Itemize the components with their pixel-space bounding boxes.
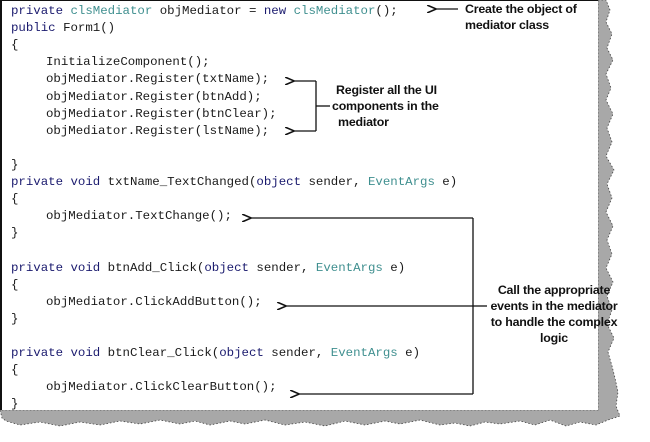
code-keyword: public [11,21,64,36]
code-line: objMediator.Register(btnClear); [46,105,277,123]
note-register-components: Register all the UI components in the me… [332,83,439,129]
code-text: InitializeComponent(); [46,55,210,70]
code-line: objMediator.ClickClearButton(); [46,378,277,396]
code-text: (); [375,4,398,18]
code-keyword: private void [11,346,108,360]
code-type: clsMediator [293,4,376,18]
code-line: } [11,310,18,328]
code-text: sender, [256,260,316,275]
code-keyword: private void [11,260,108,275]
code-type: EventArgs [367,175,435,189]
code-text: txtName_TextChanged( [107,175,257,189]
code-text: } [11,157,19,172]
arrow-call-events-bracket [250,218,487,394]
code-text: objMediator.Register(txtName); [46,72,270,87]
code-line: } [11,224,18,242]
code-text: { [11,363,19,378]
code-line: objMediator.Register(lstName); [46,122,269,140]
code-line: { [11,276,18,294]
code-keyword: object [204,260,257,275]
code-line: private void txtName_TextChanged(object … [11,173,457,191]
code-line: objMediator.Register(txtName); [46,70,269,88]
code-type: EventArgs [315,260,383,275]
code-text: objMediator.Register(lstName); [46,123,270,138]
code-line: objMediator.ClickAddButton(); [46,293,262,311]
note-call-events: Call the appropriate events in the media… [490,283,618,345]
code-keyword: new [263,4,294,18]
code-line: private clsMediator objMediator = new cl… [11,2,398,20]
code-text: } [11,311,19,326]
code-text: { [11,192,19,207]
code-text: objMediator.ClickAddButton(); [46,294,262,309]
code-line: { [11,190,18,208]
code-text: { [11,277,19,292]
code-text: e) [397,346,421,360]
code-text: objMediator.Register(btnClear); [46,106,277,121]
code-keyword: object [256,175,309,189]
code-text: btnClear_Click( [107,346,220,360]
code-text: } [11,397,19,412]
code-text: objMediator.TextChange(); [46,209,232,224]
code-text: e) [382,260,406,275]
code-line: private void btnAdd_Click(object sender,… [11,259,405,277]
code-line: private void btnClear_Click(object sende… [11,344,420,362]
code-line: { [11,361,18,379]
code-text: Form1() [63,21,116,36]
code-line: { [11,36,18,54]
code-text: { [11,38,19,53]
note-create-object: Create the object of mediator class [465,2,577,32]
code-text: } [11,226,19,241]
code-keyword: private [11,4,71,18]
code-text: objMediator.Register(btnAdd); [46,89,262,104]
code-type: clsMediator [70,4,153,18]
code-text: e) [434,175,458,189]
code-text: sender, [271,346,331,360]
code-text: objMediator.ClickClearButton(); [46,380,277,395]
code-line: objMediator.TextChange(); [46,207,232,225]
arrow-register-bracket [293,81,330,131]
code-line: objMediator.Register(btnAdd); [46,88,262,106]
code-line: InitializeComponent(); [46,53,210,71]
code-type: EventArgs [330,346,398,360]
code-line: } [11,156,18,174]
code-line: } [11,395,18,413]
code-text: sender, [308,175,368,189]
code-keyword: private void [11,175,108,189]
code-line: public Form1() [11,19,115,37]
code-text: objMediator = [152,4,264,18]
code-panel: private clsMediator objMediator = new cl… [0,0,598,413]
code-keyword: object [219,346,272,360]
code-text: btnAdd_Click( [107,260,205,275]
